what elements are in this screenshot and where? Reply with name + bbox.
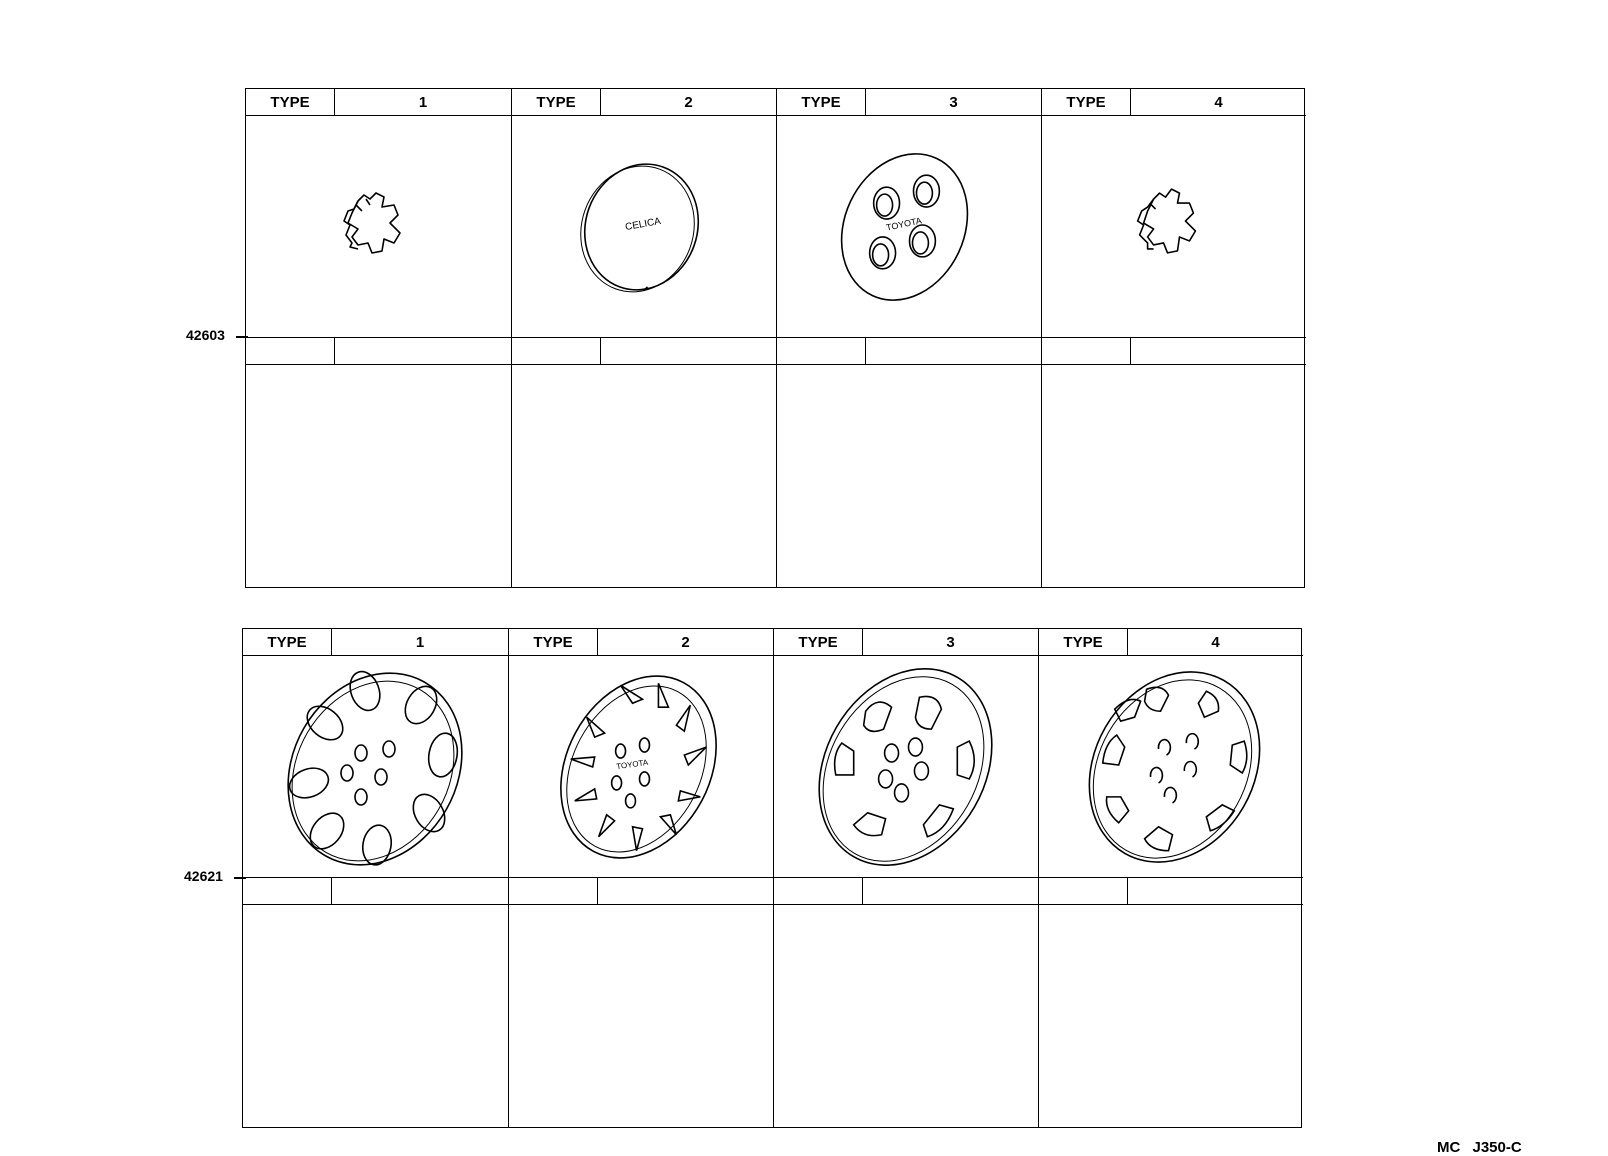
qty-row (1042, 337, 1306, 365)
wheel-cover-type2-illustration: TOYOTA (509, 655, 773, 877)
type-label: TYPE (1042, 89, 1131, 115)
type-cell: TYPE 2 CELICA (511, 89, 776, 587)
type-number: 3 (949, 93, 958, 111)
type-cell: TYPE 1 (243, 629, 508, 1127)
type-number: 2 (681, 633, 690, 651)
type-number: 3 (946, 633, 955, 651)
leader-line (236, 336, 248, 338)
notes-area (512, 365, 776, 587)
type-cell: TYPE 3 (773, 629, 1038, 1127)
type-cell: TYPE 2 (508, 629, 773, 1127)
type-number: 4 (1214, 93, 1223, 111)
notes-area (1042, 365, 1306, 587)
center-cap-type2-illustration: CELICA (512, 115, 776, 337)
notes-area (246, 365, 511, 587)
qty-row (509, 877, 773, 905)
type-header: TYPE 3 (774, 629, 1038, 656)
type-label: TYPE (243, 629, 332, 655)
qty-row (246, 337, 511, 365)
type-cell: TYPE 4 (1038, 629, 1303, 1127)
notes-area (243, 905, 508, 1127)
type-header: TYPE 4 (1039, 629, 1303, 656)
type-label: TYPE (777, 89, 866, 115)
type-label: TYPE (509, 629, 598, 655)
part-number-label: 42621 (184, 868, 223, 884)
part-number-label: 42603 (186, 327, 225, 343)
cover-emblem-text: TOYOTA (616, 758, 650, 771)
type-header: TYPE 1 (243, 629, 508, 656)
type-cell: TYPE 3 TOYOTA (776, 89, 1041, 587)
qty-row (512, 337, 776, 365)
center-cap-type1-illustration (246, 115, 511, 337)
type-label: TYPE (246, 89, 335, 115)
notes-area (774, 905, 1038, 1127)
notes-area (1039, 905, 1303, 1127)
notes-area (509, 905, 773, 1127)
center-cap-type4-illustration (1042, 115, 1306, 337)
type-cell: TYPE 4 (1041, 89, 1306, 587)
type-header: TYPE 2 (512, 89, 776, 116)
qty-row (777, 337, 1041, 365)
type-number: 4 (1211, 633, 1220, 651)
wheel-cover-type3-illustration (774, 655, 1038, 877)
type-cell: TYPE 1 (246, 89, 511, 587)
drawing-code: MC J350-C (1437, 1139, 1522, 1156)
type-header: TYPE 3 (777, 89, 1041, 116)
parts-grid-42621: TYPE 1 (242, 628, 1303, 1128)
qty-row (243, 877, 508, 905)
leader-line (234, 877, 246, 879)
type-label: TYPE (774, 629, 863, 655)
wheel-cover-type1-illustration (243, 655, 508, 877)
type-number: 1 (418, 93, 428, 111)
type-number: 1 (415, 633, 425, 651)
cap-emblem-text: CELICA (624, 216, 662, 233)
center-cap-type3-illustration: TOYOTA (777, 115, 1041, 337)
type-header: TYPE 4 (1042, 89, 1306, 116)
notes-area (777, 365, 1041, 587)
type-label: TYPE (512, 89, 601, 115)
qty-row (774, 877, 1038, 905)
parts-grid-42603: TYPE 1 TYPE 2 (245, 88, 1306, 588)
type-header: TYPE 2 (509, 629, 773, 656)
type-header: TYPE 1 (246, 89, 511, 116)
type-number: 2 (684, 93, 693, 111)
qty-row (1039, 877, 1303, 905)
wheel-cover-type4-illustration (1039, 655, 1303, 877)
type-label: TYPE (1039, 629, 1128, 655)
